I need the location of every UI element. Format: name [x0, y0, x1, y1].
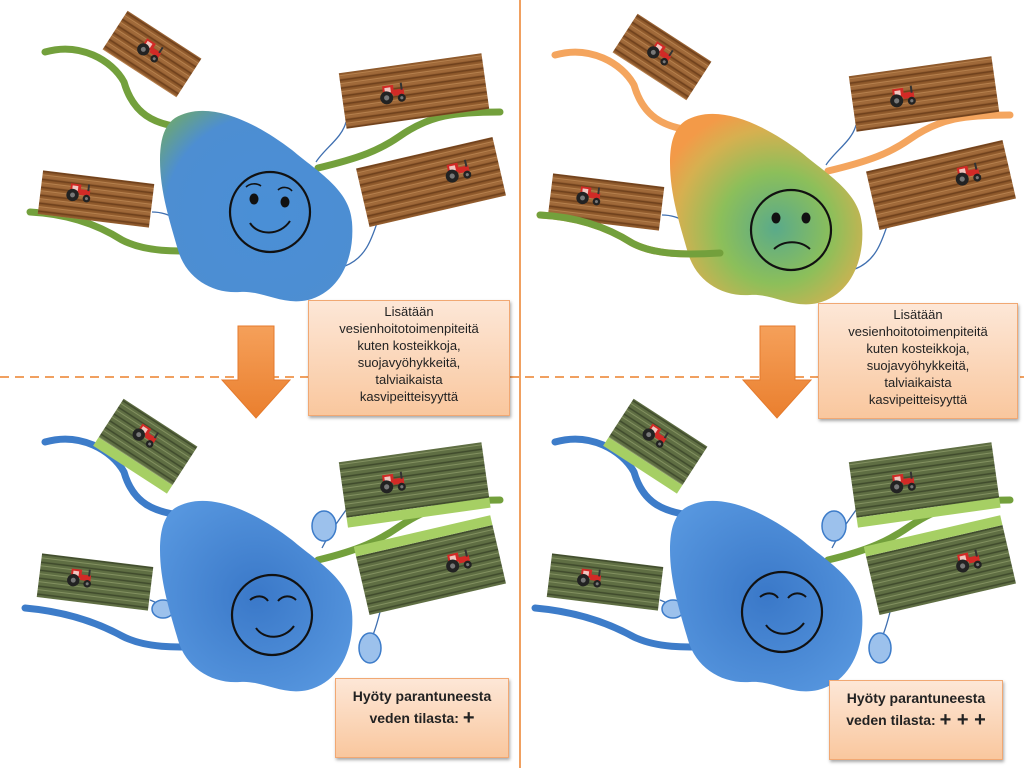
benefit-pluses: + + + [939, 709, 986, 731]
down-arrow-icon [220, 325, 292, 419]
measures-line: suojavyöhykkeitä, [357, 355, 461, 370]
measures-line: vesienhoitotoimenpiteitä [339, 321, 479, 336]
measures-line: talviaikaista [375, 372, 443, 387]
benefit-line-2: veden tilasta: + + + [830, 709, 1002, 731]
panel-bottom-right [535, 399, 1016, 692]
lake-polluted [670, 113, 863, 305]
panel-top-left [30, 11, 506, 302]
smiley-face-icon [228, 170, 312, 254]
measures-line: talviaikaista [884, 375, 952, 390]
content-face-icon [740, 570, 824, 654]
sad-face-icon [749, 188, 833, 272]
benefit-label: veden tilasta: [846, 712, 936, 728]
content-face-icon [230, 573, 314, 657]
measures-line: suojavyöhykkeitä, [866, 358, 970, 373]
measures-line: kasvipeitteisyyttä [359, 389, 459, 404]
benefit-box-right: Hyöty parantuneesta veden tilasta: + + + [829, 680, 1003, 760]
measures-line: Lisätään [384, 304, 434, 319]
measures-line: kasvipeitteisyyttä [868, 392, 968, 407]
lake-healthy [160, 110, 353, 302]
measures-box-right: Lisätään vesienhoitotoimenpiteitä kuten … [818, 303, 1018, 419]
benefit-line-2: veden tilasta: + [336, 707, 508, 729]
panel-bottom-left [25, 399, 506, 692]
panel-top-right [540, 14, 1016, 305]
benefit-pluses: + [462, 707, 475, 729]
benefit-label: veden tilasta: [369, 710, 459, 726]
benefit-line-1: Hyöty parantuneesta [352, 688, 492, 704]
benefit-box-left: Hyöty parantuneesta veden tilasta: + [335, 678, 509, 758]
measures-line: kuten kosteikkoja, [866, 341, 970, 356]
measures-box-left: Lisätään vesienhoitotoimenpiteitä kuten … [308, 300, 510, 416]
down-arrow-icon [741, 325, 813, 419]
measures-line: Lisätään [893, 307, 943, 322]
benefit-line-1: Hyöty parantuneesta [846, 690, 986, 706]
measures-line: vesienhoitotoimenpiteitä [848, 324, 988, 339]
measures-line: kuten kosteikkoja, [357, 338, 461, 353]
